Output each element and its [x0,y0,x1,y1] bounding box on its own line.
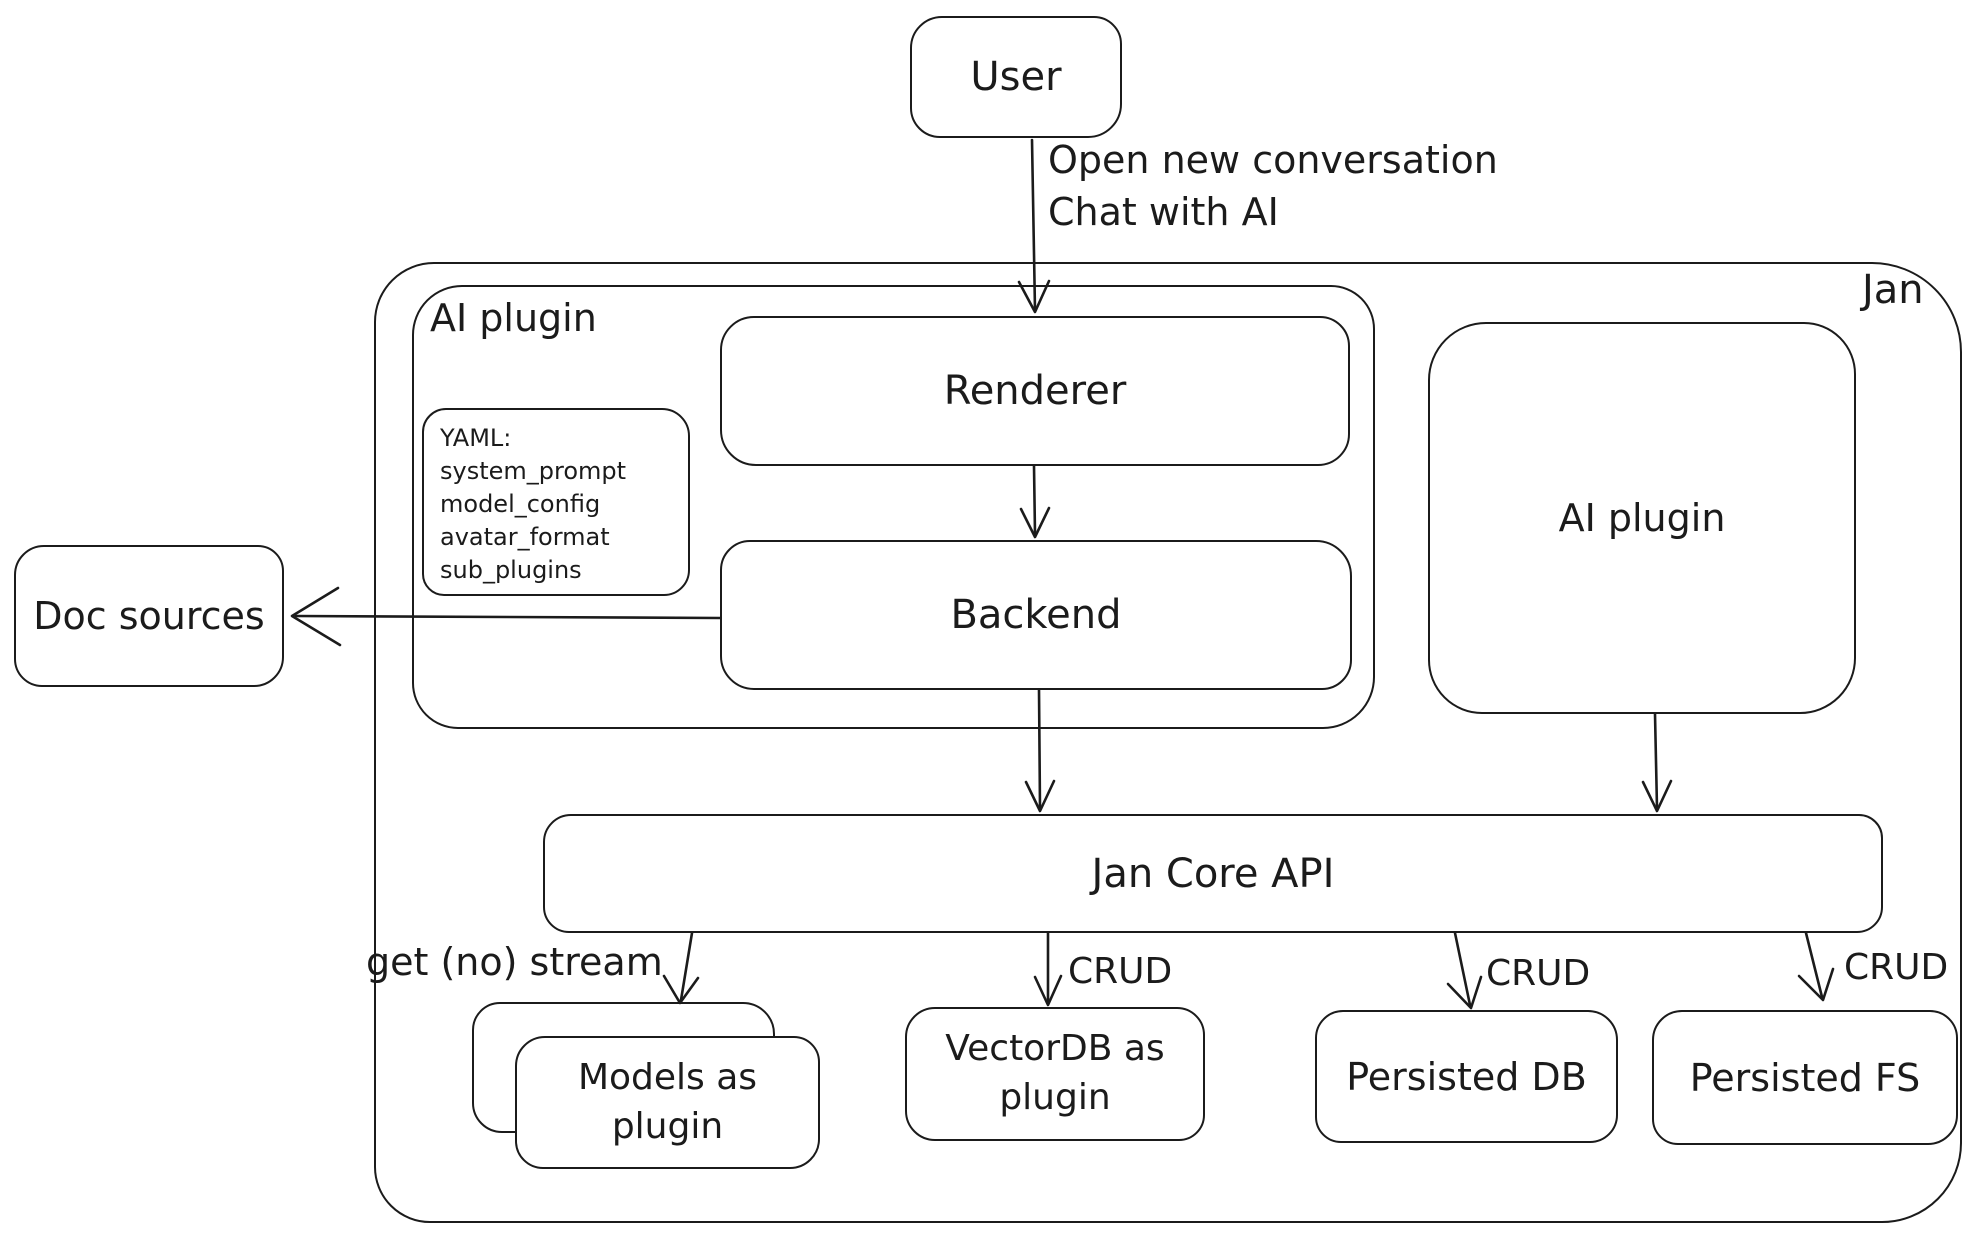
yaml-note-item: model_config [440,490,601,518]
yaml-note-item: avatar_format [440,523,610,551]
vectordb-plugin-node: VectorDB as plugin [905,1007,1205,1141]
ai-plugin-node-label: AI plugin [1558,496,1726,540]
get-no-stream-edge-label: get (no) stream [366,940,663,984]
doc-sources-node-label: Doc sources [33,594,265,638]
vectordb-plugin-label: VectorDB as plugin [945,1028,1165,1118]
jan-container-label: Jan [1862,267,1924,313]
open-conversation-line1: Open new conversation [1048,138,1498,182]
crud-label-persisted-db: CRUD [1486,953,1591,994]
yaml-note-item: sub_plugins [440,556,582,584]
jan-core-api-node-label: Jan Core API [1091,850,1335,897]
jan-container [374,262,1962,1223]
yaml-note: YAML: system_prompt model_config avatar_… [422,408,690,596]
crud-label-vectordb: CRUD [1068,951,1173,992]
persisted-fs-node: Persisted FS [1652,1010,1958,1145]
yaml-note-title: YAML: [440,424,512,452]
persisted-db-label: Persisted DB [1346,1054,1587,1099]
jan-core-api-node: Jan Core API [543,814,1883,933]
user-node: User [910,16,1122,138]
open-conversation-line2: Chat with AI [1048,190,1279,234]
ai-plugin-group-label: AI plugin [430,296,597,340]
persisted-db-node: Persisted DB [1315,1010,1618,1143]
open-conversation-edge-label: Open new conversation Chat with AI [1048,134,1498,238]
yaml-note-item: system_prompt [440,457,627,485]
models-plugin-label: Models as plugin [577,1056,758,1147]
backend-node: Backend [720,540,1352,690]
backend-node-label: Backend [950,592,1122,638]
renderer-node-label: Renderer [943,368,1127,414]
doc-sources-node: Doc sources [14,545,284,687]
ai-plugin-group-container [412,285,1375,729]
persisted-fs-label: Persisted FS [1689,1055,1921,1100]
renderer-node: Renderer [720,316,1350,466]
crud-label-persisted-fs: CRUD [1844,947,1949,988]
ai-plugin-node: AI plugin [1428,322,1856,714]
models-plugin-node: Models as plugin [515,1036,820,1169]
user-node-label: User [970,54,1062,100]
